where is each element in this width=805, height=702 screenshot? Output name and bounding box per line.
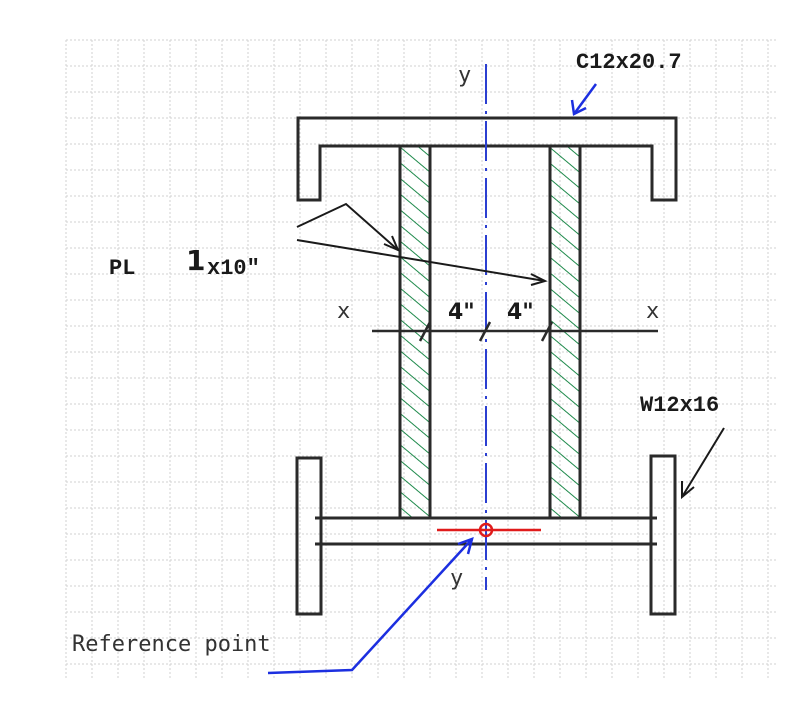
x-axis-label-right: x [646,299,659,324]
y-axis-label-top: y [458,63,471,88]
x-axis-ticks [418,321,554,342]
spacing-left-label: 4" [448,300,475,325]
reference-point-marker [437,522,541,538]
wide-flange-leader [681,427,725,500]
x-axis-label-left: x [337,299,350,324]
wide-flange-label: W12x16 [640,393,719,418]
plate-width-label: x10" [207,256,260,281]
plate-leaders [296,202,548,286]
channel-label: C12x20.7 [576,50,682,75]
channel-section [296,116,678,202]
reference-arrow [267,537,474,675]
y-axis-label-bottom: y [450,566,463,591]
channel-arrow [570,83,598,116]
reference-point-label: Reference point [72,632,271,657]
plate-thickness-label: 1 [186,244,205,277]
spacing-right-label: 4" [507,300,534,325]
plate-prefix-label: PL [109,256,135,281]
